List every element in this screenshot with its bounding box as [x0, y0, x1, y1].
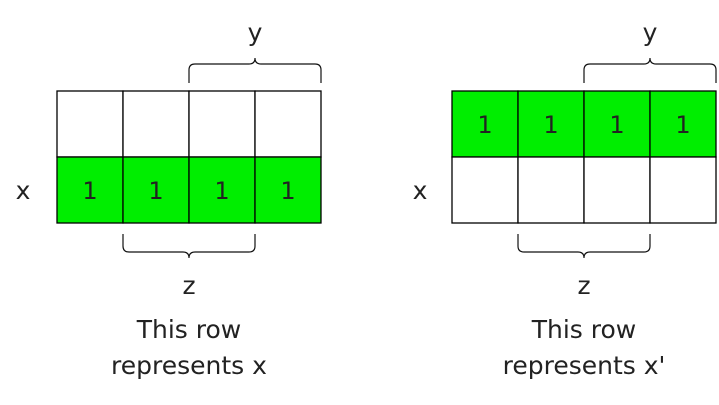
panel-right: 1 1 1 1 x y z [413, 18, 717, 300]
cell-value: 1 [148, 177, 163, 205]
cell-bottom-1 [451, 156, 519, 224]
cell-top-2 [122, 90, 190, 158]
caption-line-1: This row [136, 315, 242, 344]
cell-value: 1 [214, 177, 229, 205]
caption-line-2: represents x [111, 351, 267, 380]
cell-value: 1 [82, 177, 97, 205]
cell-top-3 [583, 90, 651, 158]
cell-value: 1 [543, 111, 558, 139]
caption-left: This row represents x [79, 312, 299, 384]
cell-value: 1 [477, 111, 492, 139]
cell-bottom-1 [56, 156, 124, 224]
cell-bottom-4 [649, 156, 717, 224]
cell-top-1 [451, 90, 519, 158]
cell-bottom-4 [254, 156, 322, 224]
cell-bottom-3 [583, 156, 651, 224]
cell-value: 1 [675, 111, 690, 139]
caption-line-1: This row [531, 315, 637, 344]
cell-top-1 [56, 90, 124, 158]
cell-bottom-2 [122, 156, 190, 224]
top-brace [583, 57, 717, 83]
cell-top-3 [188, 90, 256, 158]
top-brace-label: y [643, 18, 658, 47]
row-label-x: x [16, 176, 31, 205]
bottom-brace [122, 234, 256, 259]
cell-value: 1 [609, 111, 624, 139]
bottom-brace-label: z [182, 271, 195, 300]
caption-right: This row represents x' [474, 312, 694, 384]
cell-top-4 [649, 90, 717, 158]
top-brace [188, 57, 322, 83]
cell-top-4 [254, 90, 322, 158]
bottom-brace [517, 234, 651, 259]
cell-value: 1 [280, 177, 295, 205]
bottom-brace-label: z [577, 271, 590, 300]
caption-line-2: represents x' [502, 351, 666, 380]
top-brace-label: y [248, 18, 263, 47]
cell-bottom-3 [188, 156, 256, 224]
panel-left: 1 1 1 1 x y z [16, 18, 322, 300]
row-label-x: x [413, 176, 428, 205]
cell-bottom-2 [517, 156, 585, 224]
